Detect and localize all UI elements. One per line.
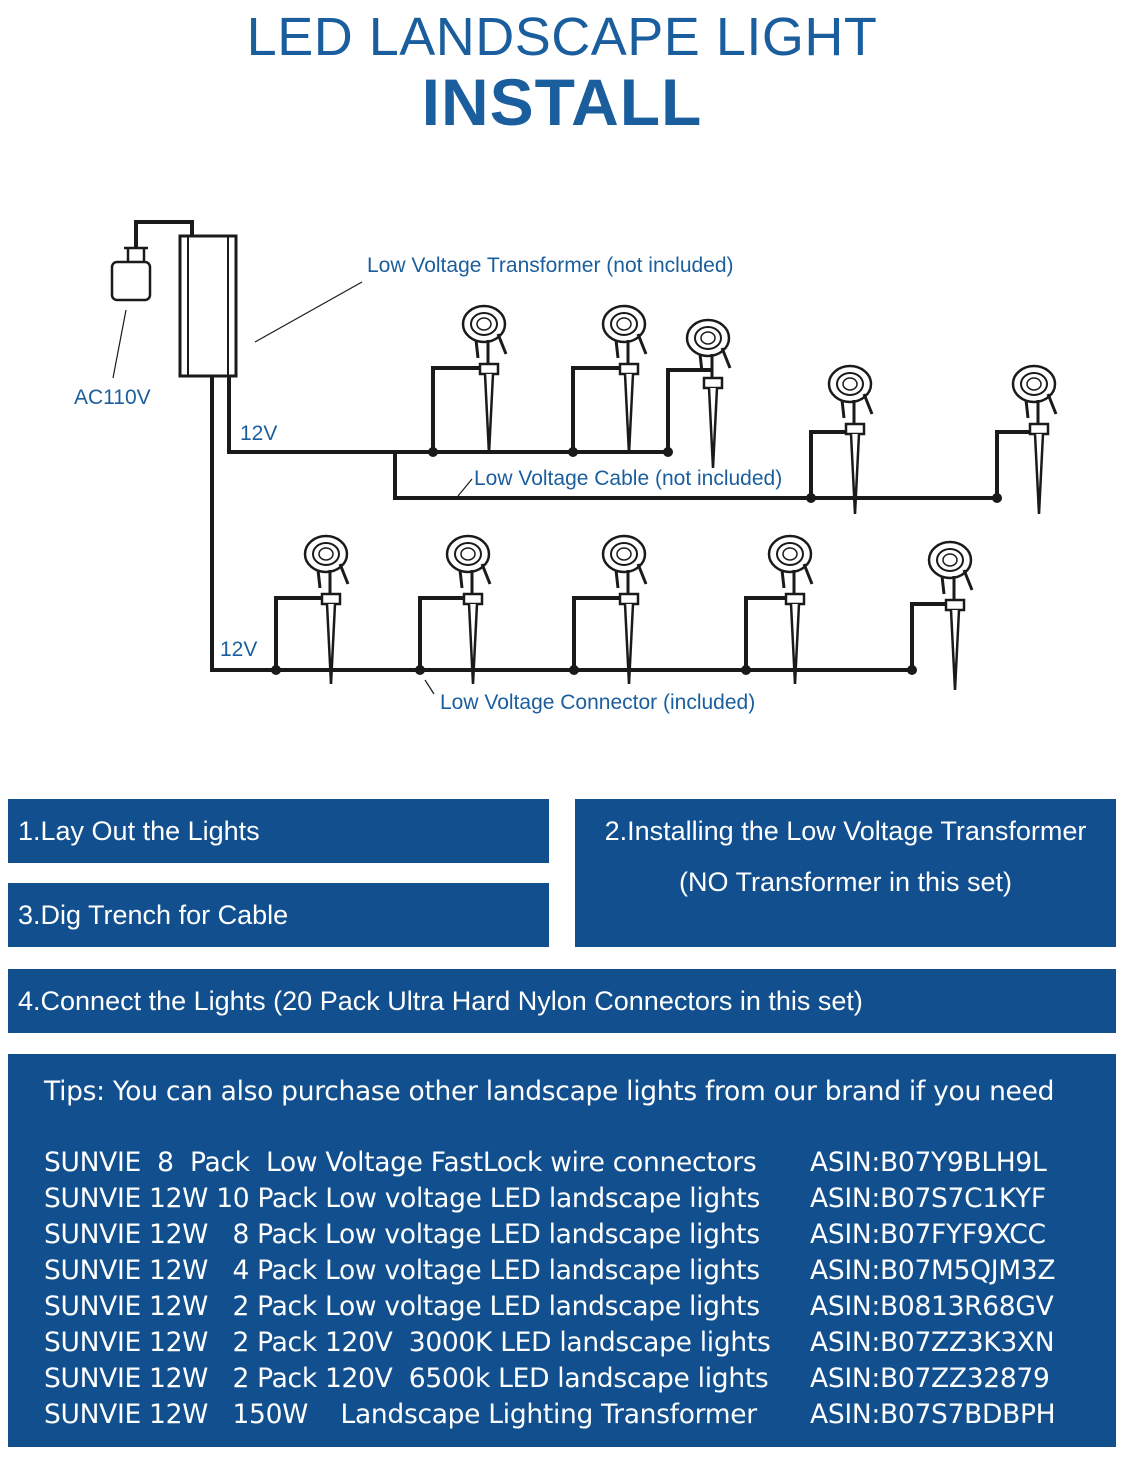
step-2-text: 2.Installing the Low Voltage Transformer [604,816,1087,846]
step-1-text: 1.Lay Out the Lights [18,816,260,846]
spotlight-icon [601,304,648,456]
spotlight-icon [827,364,874,516]
product-name: SUNVIE 12W 10 Pack Low voltage LED lands… [44,1183,761,1214]
junction-dot [741,665,751,675]
junction-dot [663,447,673,457]
tips-panel: Tips: You can also purchase other landsc… [8,1054,1116,1447]
spotlight-icon [927,540,974,692]
step-4-text: 4.Connect the Lights (20 Pack Ultra Hard… [18,986,863,1016]
step-2-note: (NO Transformer in this set) [678,867,1013,897]
junction-dot [568,447,578,457]
product-asin: ASIN:B07Y9BLH9L [810,1147,1047,1178]
product-asin: ASIN:B07FYF9XCC [810,1219,1046,1250]
spotlight-icon [685,318,732,470]
plug-icon [110,260,152,302]
product-name: SUNVIE 12W 2 Pack 120V 6500k LED landsca… [44,1363,769,1394]
product-asin: ASIN:B07S7BDBPH [810,1399,1056,1430]
product-name: SUNVIE 12W 150W Landscape Lighting Trans… [44,1399,757,1430]
diagram-label-group: Low Voltage Transformer (not included) A… [74,254,782,714]
wiring-diagram: Low Voltage Transformer (not included) A… [74,220,1058,714]
junction-dot [992,493,1002,503]
product-asin: ASIN:B07ZZ3K3XN [810,1327,1055,1358]
junction-dot [907,665,917,675]
voltage-label-top: 12V [240,422,277,445]
title-line1: LED LANDSCAPE LIGHT [246,7,878,67]
spotlight-icon [445,534,492,686]
junction-dot [806,493,816,503]
voltage-label-bottom: 12V [220,638,257,661]
wiring-lines [110,220,1040,695]
step-3-panel: 3.Dig Trench for Cable [8,883,549,947]
product-name: SUNVIE 12W 4 Pack Low voltage LED landsc… [44,1255,760,1286]
cable-label: Low Voltage Cable (not included) [474,467,782,490]
step-1-panel: 1.Lay Out the Lights [8,799,549,863]
junction-dot [569,665,579,675]
spotlight-icon [601,534,648,686]
product-asin: ASIN:B0813R68GV [810,1291,1054,1322]
spotlight-icon [1011,364,1058,516]
junction-dot [428,447,438,457]
spotlight-icon [303,534,350,686]
junction-dots [271,447,1002,675]
tips-heading: Tips: You can also purchase other landsc… [44,1076,1055,1107]
product-asin: ASIN:B07M5QJM3Z [810,1255,1056,1286]
product-asin: ASIN:B07ZZ32879 [810,1363,1050,1394]
step-3-text: 3.Dig Trench for Cable [18,900,289,930]
step-4-panel: 4.Connect the Lights (20 Pack Ultra Hard… [8,969,1116,1033]
junction-dot [415,665,425,675]
transformer-label: Low Voltage Transformer (not included) [367,254,734,277]
connector-label: Low Voltage Connector (included) [440,691,755,714]
product-name: SUNVIE 8 Pack Low Voltage FastLock wire … [44,1147,757,1178]
product-name: SUNVIE 12W 2 Pack 120V 3000K LED landsca… [44,1327,771,1358]
spotlight-icon [767,534,814,686]
spotlight-icon [461,304,508,456]
product-name: SUNVIE 12W 2 Pack Low voltage LED landsc… [44,1291,760,1322]
step-2-panel: 2.Installing the Low Voltage Transformer… [575,799,1116,947]
ac-voltage-label: AC110V [74,386,151,409]
title-line2: INSTALL [421,65,703,139]
product-name: SUNVIE 12W 8 Pack Low voltage LED landsc… [44,1219,760,1250]
product-asin: ASIN:B07S7C1KYF [810,1183,1046,1214]
junction-dot [271,665,281,675]
